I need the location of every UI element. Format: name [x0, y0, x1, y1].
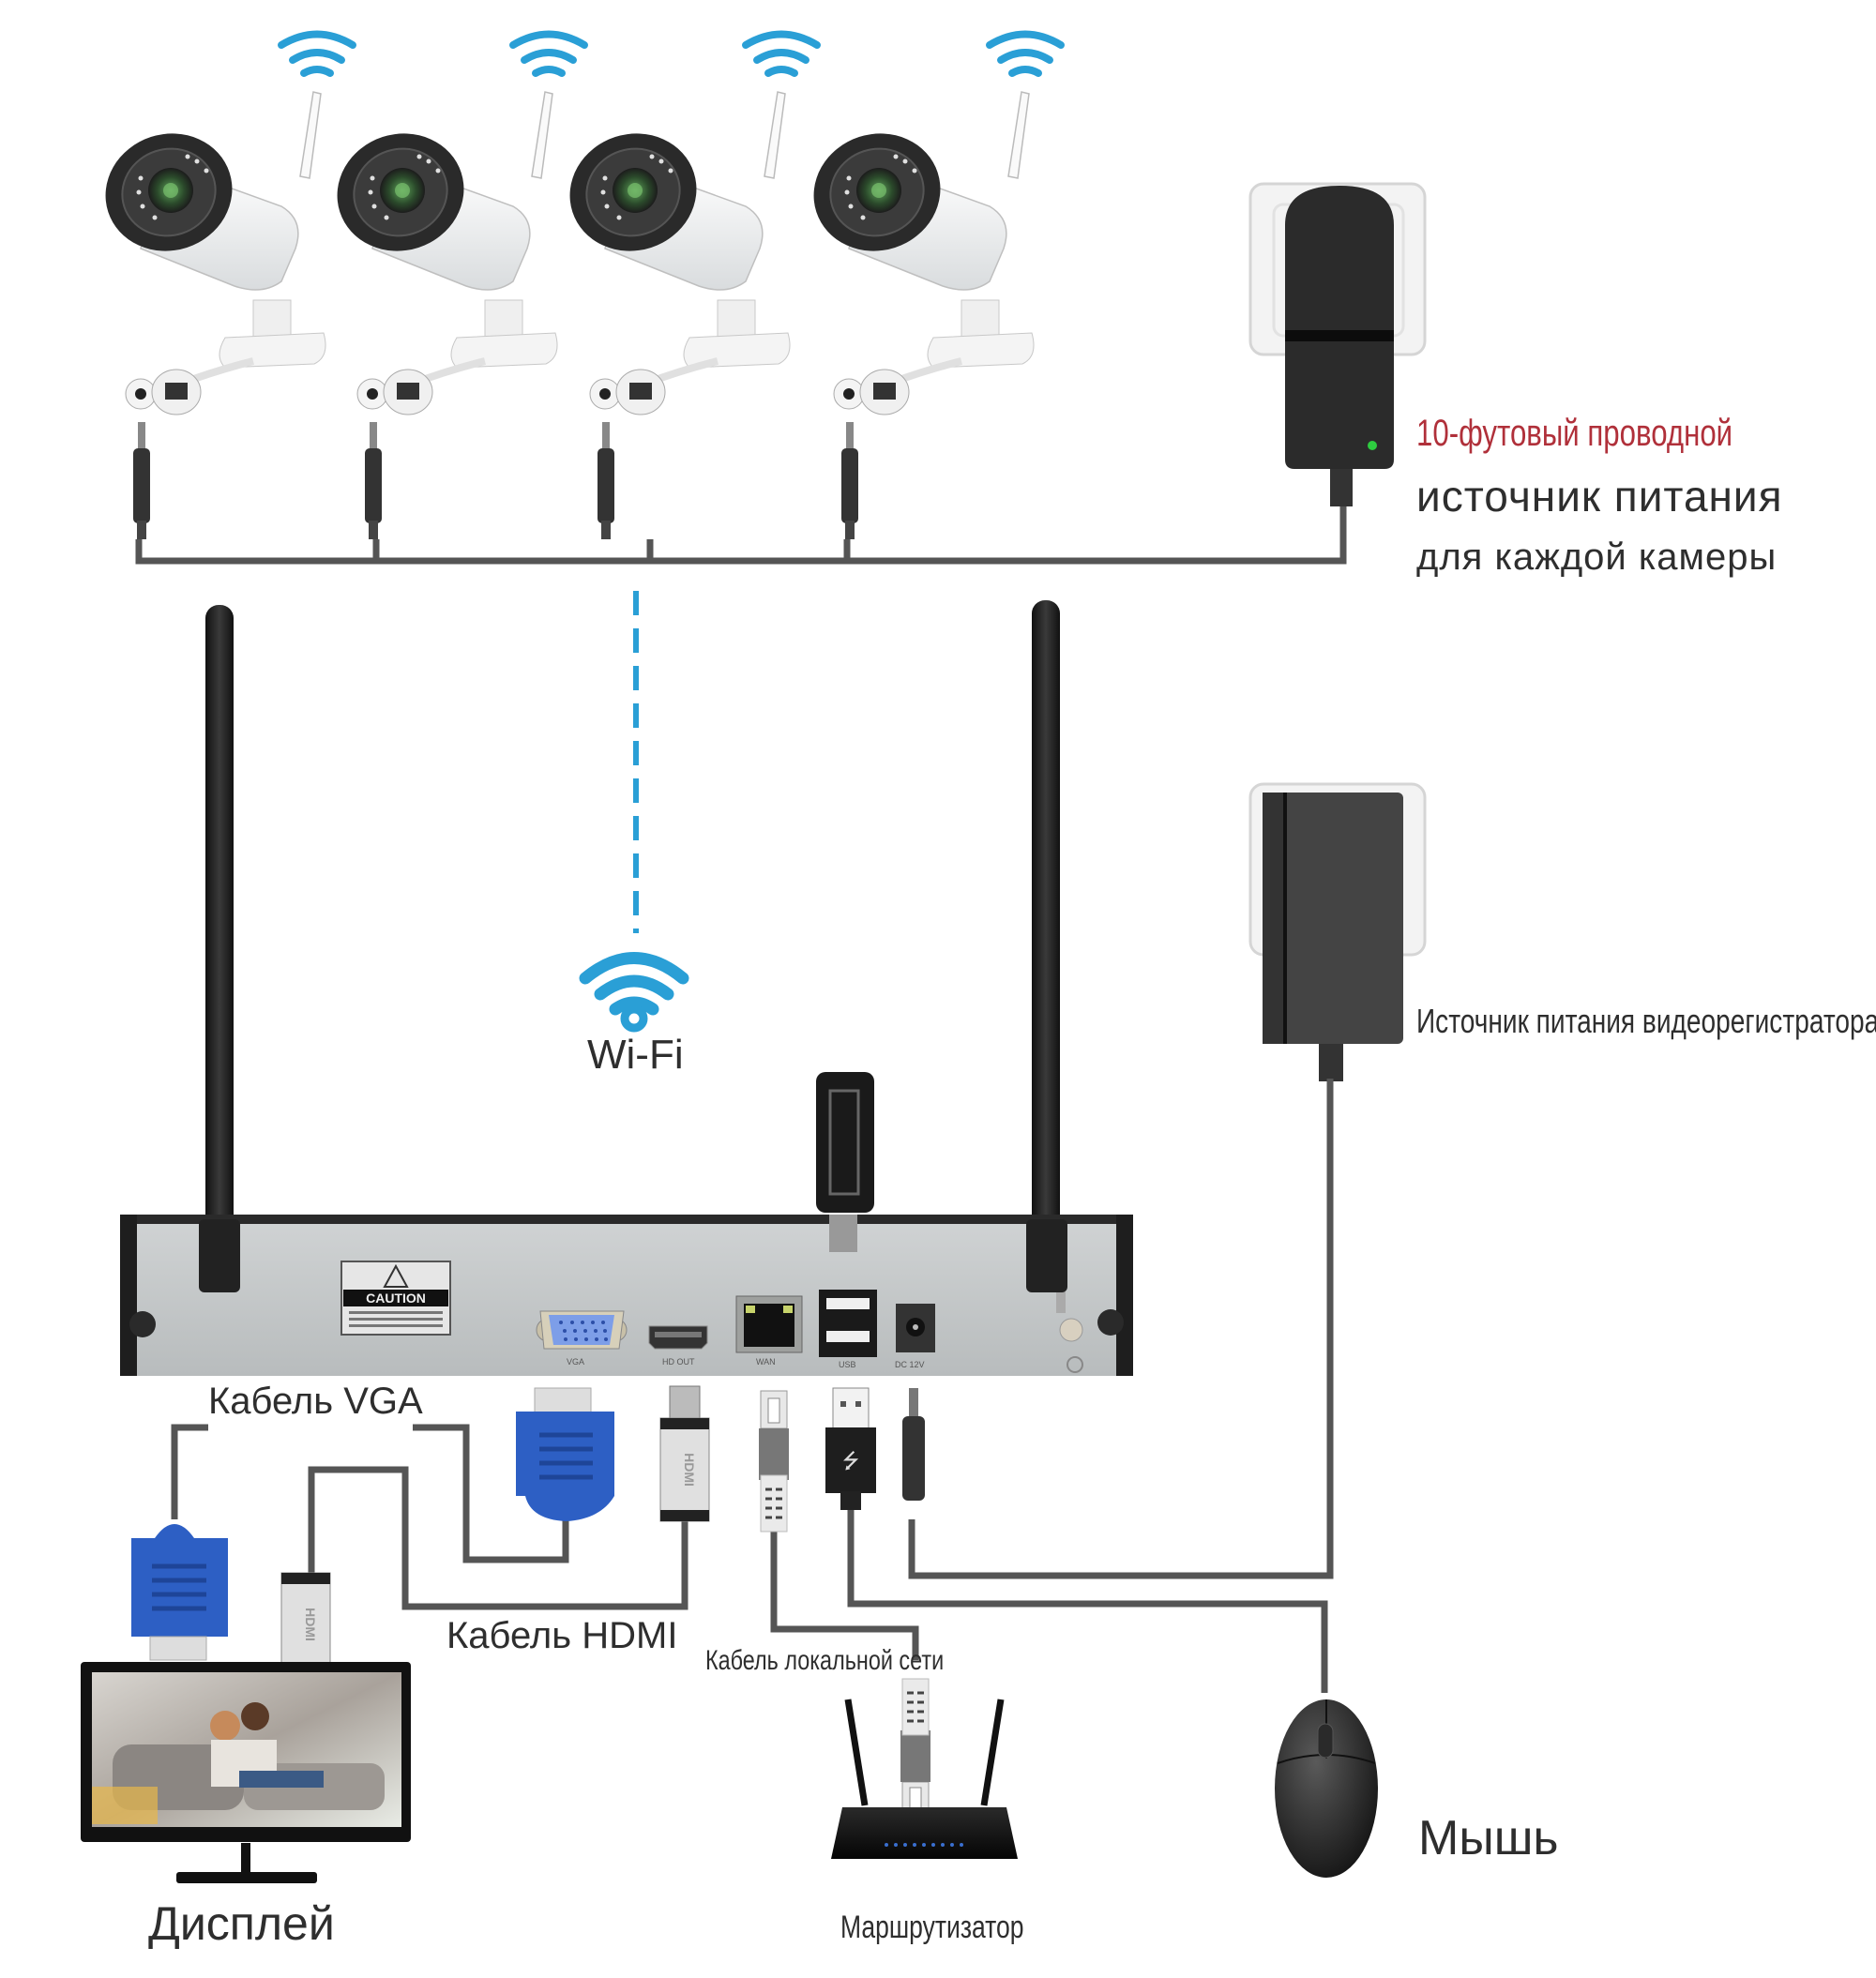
display-label: Дисплей — [148, 1897, 335, 1950]
usb-port: USB — [819, 1290, 877, 1369]
usb-connector: ⭍ — [825, 1387, 876, 1510]
camera-power-adapter — [1248, 182, 1427, 506]
display-monitor — [81, 1662, 411, 1883]
wan-port: WAN — [735, 1295, 803, 1366]
hdmi-cable-label: Кабель HDMI — [446, 1615, 678, 1656]
lan-cable — [770, 1501, 919, 1660]
camera-power-label-line2: источник питания — [1416, 472, 1783, 521]
dc-plug — [902, 1388, 925, 1501]
rj45-connector-router — [899, 1677, 932, 1821]
nvr-power-cable — [908, 1079, 1334, 1579]
svg-text:HDMI: HDMI — [682, 1453, 697, 1487]
svg-text:⭍: ⭍ — [842, 1449, 859, 1472]
mouse-label: Мышь — [1418, 1811, 1559, 1865]
nvr-antenna-left — [205, 605, 234, 1290]
vga-cable-right — [413, 1424, 569, 1563]
wifi-icon — [579, 952, 689, 1033]
led-indicator — [1368, 441, 1377, 450]
hdmi-port: HD OUT — [648, 1325, 708, 1366]
rj45-connector-nvr — [757, 1389, 791, 1533]
nvr-recorder: CAUTION VGA HD OUT — [120, 600, 1133, 1376]
camera-1 — [90, 35, 353, 540]
svg-text:HD OUT: HD OUT — [662, 1357, 695, 1366]
nvr-power-label: Источник питания видеорегистратора — [1416, 1002, 1876, 1040]
svg-text:VGA: VGA — [567, 1357, 584, 1366]
svg-text:DC 12V: DC 12V — [895, 1360, 925, 1369]
lan-cable-label: Кабель локальной сети — [705, 1645, 945, 1676]
svg-text:USB: USB — [839, 1360, 856, 1369]
vga-port: VGA — [536, 1310, 628, 1366]
vga-cable-label: Кабель VGA — [208, 1381, 423, 1422]
camera-4 — [798, 35, 1061, 540]
camera-3 — [554, 35, 817, 540]
usb-cable — [847, 1501, 1328, 1693]
hdmi-connector-nvr: HDMI — [659, 1385, 710, 1522]
camera-power-cable — [135, 506, 1347, 565]
camera-power-label-line3: для каждой камеры — [1416, 536, 1778, 578]
vga-connector-nvr — [516, 1387, 614, 1521]
vga-cable-left — [171, 1424, 208, 1519]
dc-12v-port: DC 12V — [895, 1304, 935, 1369]
router — [831, 1677, 1018, 1859]
usb-stick — [816, 1072, 874, 1213]
hdmi-cable — [308, 1466, 688, 1610]
camera-2 — [322, 35, 584, 540]
mouse — [1275, 1699, 1378, 1878]
wifi-label: Wi-Fi — [587, 1032, 684, 1078]
router-label: Маршрутизатор — [840, 1910, 1024, 1945]
nvr-power-adapter — [1248, 782, 1427, 1081]
camera-power-label-line1: 10-футовый проводной — [1416, 413, 1733, 454]
svg-text:HDMI: HDMI — [303, 1608, 318, 1641]
nvr-antenna-right — [1032, 600, 1060, 1290]
caution-label: CAUTION — [340, 1261, 451, 1336]
svg-text:WAN: WAN — [756, 1357, 776, 1366]
vga-connector-display — [131, 1524, 228, 1661]
svg-text:CAUTION: CAUTION — [366, 1291, 426, 1306]
